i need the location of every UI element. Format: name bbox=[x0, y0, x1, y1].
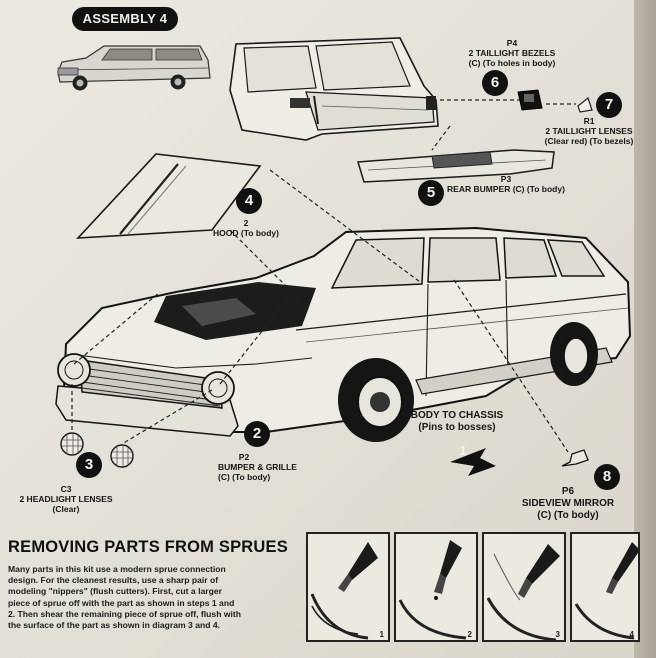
bumper-grille-part bbox=[55, 353, 239, 437]
taillight-lens-part bbox=[577, 96, 593, 113]
callout-p3: P3 REAR BUMPER (C) (To body) bbox=[436, 174, 576, 194]
callout-r1: R1 2 TAILLIGHT LENSES (Clear red) (To be… bbox=[524, 116, 654, 146]
sprues-line-1: Many parts in this kit use a modern spru… bbox=[8, 564, 226, 574]
rear-body-section bbox=[229, 37, 439, 141]
sprue-diagram-4: 4 bbox=[570, 532, 640, 642]
callout-p4: P4 2 TAILLIGHT BEZELS (C) (To holes in b… bbox=[452, 38, 572, 68]
step-7-marker: 7 bbox=[596, 92, 622, 118]
c3-line2: (Clear) bbox=[52, 504, 80, 514]
nipper-cut-1-icon bbox=[310, 542, 378, 640]
p4-code: P4 bbox=[506, 38, 518, 48]
step-2-marker: 2 bbox=[244, 421, 270, 447]
callout-c3: C3 2 HEADLIGHT LENSES (Clear) bbox=[6, 484, 126, 514]
sprues-heading: REMOVING PARTS FROM SPRUES bbox=[8, 538, 288, 556]
callout-chassis: BODY TO CHASSIS (Pins to bosses) bbox=[402, 410, 512, 434]
r1-line1: 2 TAILLIGHT LENSES bbox=[545, 126, 633, 136]
p6-code: P6 bbox=[561, 486, 575, 497]
sprues-line-6: the surface of the part as shown in diag… bbox=[8, 620, 221, 631]
finished-car-thumbnail bbox=[57, 45, 211, 91]
callout-p6: P6 SIDEVIEW MIRROR (C) (To body) bbox=[506, 486, 630, 522]
diagram-4-number: 4 bbox=[629, 630, 634, 639]
taillight-bezel-part bbox=[517, 89, 543, 111]
sprue-diagram-2: 2 bbox=[394, 532, 478, 642]
rear-bumper-part bbox=[357, 149, 555, 183]
c3-code: C3 bbox=[60, 484, 72, 494]
diagram-1-number: 1 bbox=[379, 630, 384, 639]
step-3-marker: 3 bbox=[76, 452, 102, 478]
p2-code: P2 bbox=[238, 452, 250, 462]
p6-line1: SIDEVIEW MIRROR bbox=[521, 498, 615, 509]
sprue-diagram-3: 3 bbox=[482, 532, 566, 642]
p2-line1: BUMPER & GRILLE bbox=[218, 462, 297, 472]
c3-line1: 2 HEADLIGHT LENSES bbox=[19, 494, 113, 504]
headlight-lens-part-b bbox=[110, 444, 134, 468]
p4-line2: (C) (To holes in body) bbox=[468, 58, 556, 68]
hood-part bbox=[76, 153, 262, 239]
r1-line2: (Clear red) (To bezels) bbox=[544, 136, 634, 146]
p3-code: P3 bbox=[500, 174, 512, 184]
sprues-line-5: 2. Then shear the remaining piece of spr… bbox=[8, 608, 242, 619]
step-5-marker: 5 bbox=[418, 180, 444, 206]
chassis-arrow-icon bbox=[450, 448, 496, 476]
sprues-line-3: modeling "nippers" (flush cutters). Firs… bbox=[8, 586, 222, 597]
diagram-3-number: 3 bbox=[555, 630, 560, 639]
sprues-line-2: design. For the cleanest results, use a … bbox=[8, 575, 219, 586]
step-6-marker: 6 bbox=[482, 70, 508, 96]
chassis-line1: BODY TO CHASSIS bbox=[410, 410, 504, 421]
sprues-instructions: Many parts in this kit use a modern spru… bbox=[8, 564, 304, 631]
step-1-marker: 1 bbox=[459, 443, 467, 458]
p3-line1: REAR BUMPER (C) (To body) bbox=[447, 184, 565, 194]
p2-line2: (C) (To body) bbox=[218, 472, 271, 482]
r1-code: R1 bbox=[583, 116, 595, 126]
headlight-lens-part-a bbox=[60, 432, 84, 456]
step-4-marker: 4 bbox=[236, 188, 262, 214]
diagram-2-number: 2 bbox=[467, 630, 472, 639]
sideview-mirror-part bbox=[561, 449, 589, 467]
callout-p2: P2 BUMPER & GRILLE (C) (To body) bbox=[218, 452, 308, 482]
assembly-badge: ASSEMBLY 4 bbox=[72, 7, 178, 31]
desk-edge bbox=[634, 0, 656, 658]
nipper-cut-2-icon bbox=[398, 540, 467, 640]
p6-line2: (C) (To body) bbox=[537, 510, 599, 521]
nipper-cut-3-icon bbox=[486, 544, 560, 642]
p4-line1: 2 TAILLIGHT BEZELS bbox=[468, 48, 556, 58]
nipper-cut-4-icon bbox=[574, 542, 640, 640]
chassis-line2: (Pins to bosses) bbox=[418, 422, 496, 433]
hood-code: 2 bbox=[243, 218, 249, 228]
sprue-diagram-1: 1 bbox=[306, 532, 390, 642]
sprues-line-4: piece of sprue off with the part as show… bbox=[8, 597, 235, 608]
callout-hood: 2 HOOD (To body) bbox=[196, 218, 296, 238]
step-8-marker: 8 bbox=[594, 464, 620, 490]
hood-line1: HOOD (To body) bbox=[213, 228, 279, 238]
